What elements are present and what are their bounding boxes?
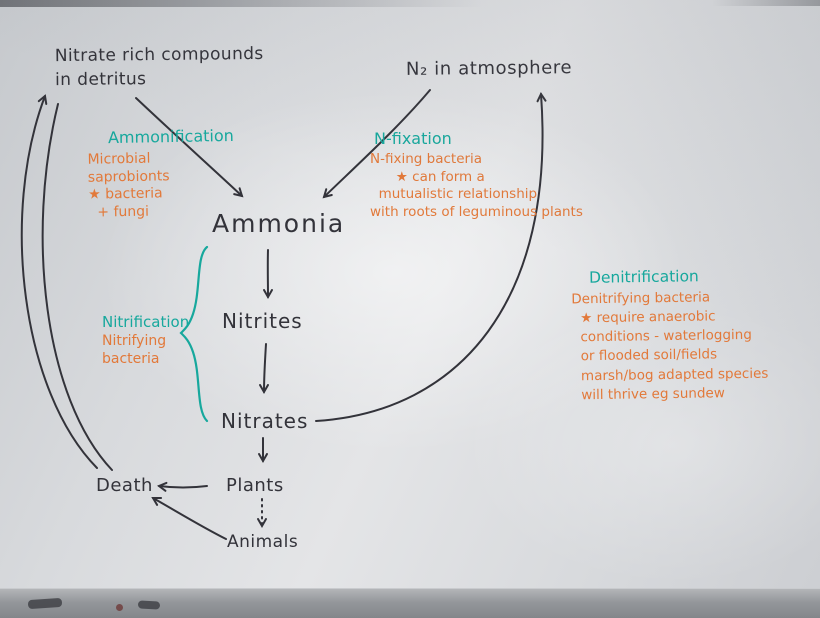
label-ammonification-notes: Microbial saprobionts ★ bacteria + fungi (87, 150, 170, 221)
node-animals: Animals (227, 532, 299, 552)
label-nfixation-notes: N-fixing bacteria ★ can form a mutualist… (370, 151, 583, 220)
arrow-death-to-detritus-outer (20, 94, 98, 469)
arrow-animals-to-death (151, 496, 227, 540)
top-right-shadow (700, 0, 820, 6)
label-nfixation-title: N-fixation (374, 129, 452, 148)
tray-object (27, 597, 63, 610)
node-nitrates: Nitrates (221, 409, 309, 433)
arrow-plants-to-death (156, 481, 208, 492)
label-nitrification-notes: Nitrifying bacteria (102, 333, 167, 367)
node-plants: Plants (226, 475, 284, 496)
label-ammonification-title: Ammonification (107, 125, 234, 148)
tray-object (116, 604, 123, 611)
arrow-nitrites-to-nitrates (259, 343, 270, 395)
label-nitrification-title: Nitrification (102, 313, 190, 331)
top-edge-shadow (0, 0, 525, 7)
nitrification-brace (179, 245, 209, 423)
node-detritus: Nitrate rich compounds in detritus (54, 43, 264, 90)
node-ammonia: Ammonia (212, 209, 346, 238)
node-atmosphere: N₂ in atmosphere (405, 57, 573, 80)
label-denitrification-title: Denitrification (588, 267, 699, 287)
whiteboard-tray (0, 588, 820, 618)
node-death: Death (96, 475, 153, 496)
tray-object (137, 600, 161, 610)
node-nitrites: Nitrites (222, 309, 303, 333)
label-denitrification-notes: Denitrifying bacteria ★ require anaerobi… (571, 289, 769, 404)
